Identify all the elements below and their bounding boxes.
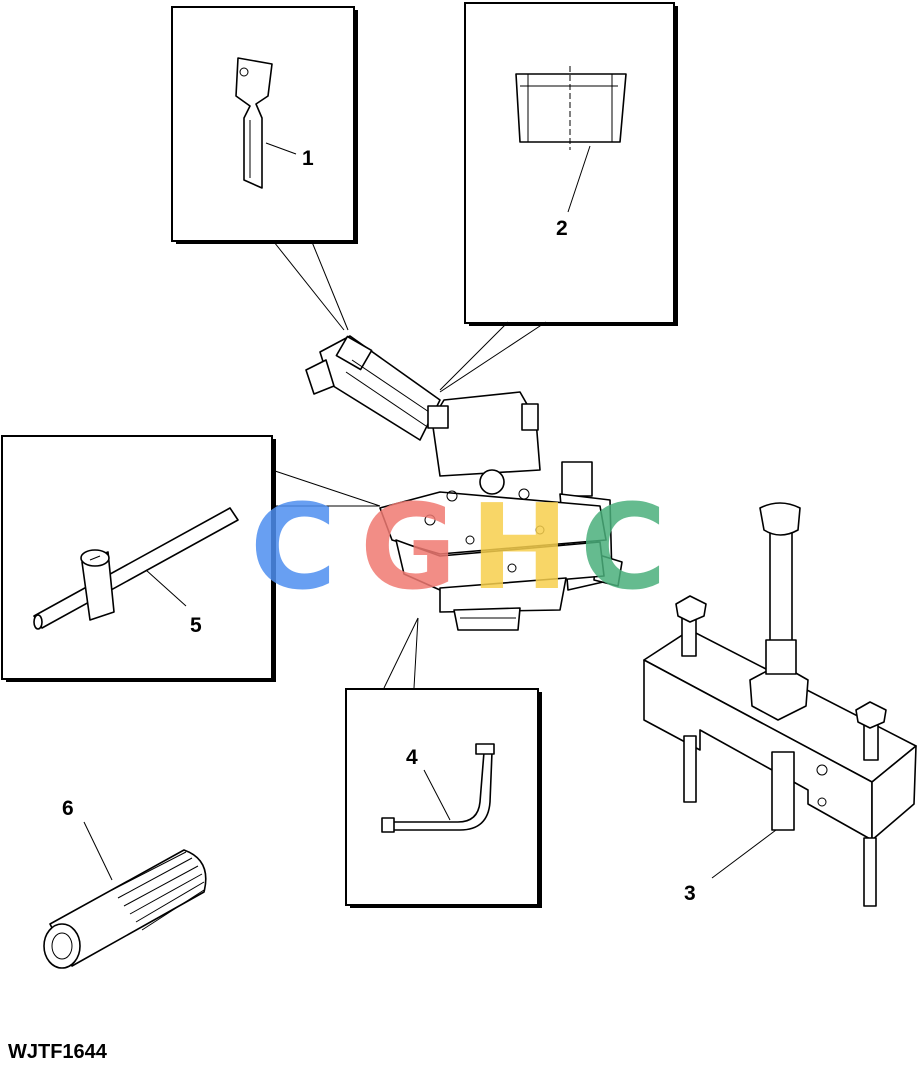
inset-box-1: 1 (171, 6, 358, 244)
bent-pipe-tool (381, 743, 495, 833)
inset-box-4: 4 (345, 688, 542, 908)
watermark-logo: C G H C (250, 478, 667, 616)
leader-2 (567, 145, 591, 213)
callout-2: 2 (556, 217, 568, 240)
leader-6 (83, 821, 113, 881)
inset-box-2: 2 (464, 2, 678, 326)
watermark-letter-3: H (470, 478, 569, 616)
callout-1: 1 (302, 147, 314, 170)
leader-4 (423, 769, 451, 821)
leader-1 (265, 142, 297, 155)
callout-4: 4 (406, 746, 418, 769)
callout-5: 5 (190, 614, 202, 637)
leader-5 (145, 569, 187, 607)
callout-3: 3 (684, 882, 696, 905)
watermark-letter-1: C (250, 478, 337, 616)
watermark-letter-4: C (580, 478, 667, 616)
figure-id: WJTF1644 (8, 1041, 108, 1063)
inset-box-5: 5 (1, 435, 276, 682)
steering-valve-assembly (305, 335, 623, 631)
watermark-letter-2: G (360, 478, 457, 616)
spanner-tool (235, 57, 273, 189)
sleeve-tool (515, 66, 627, 150)
t-socket-wrench (33, 507, 239, 630)
assembly-leaders (271, 241, 547, 689)
leader-3 (711, 829, 777, 879)
knurled-sleeve-tool (43, 849, 207, 969)
puller-tool (643, 502, 917, 907)
callout-6: 6 (62, 797, 74, 820)
